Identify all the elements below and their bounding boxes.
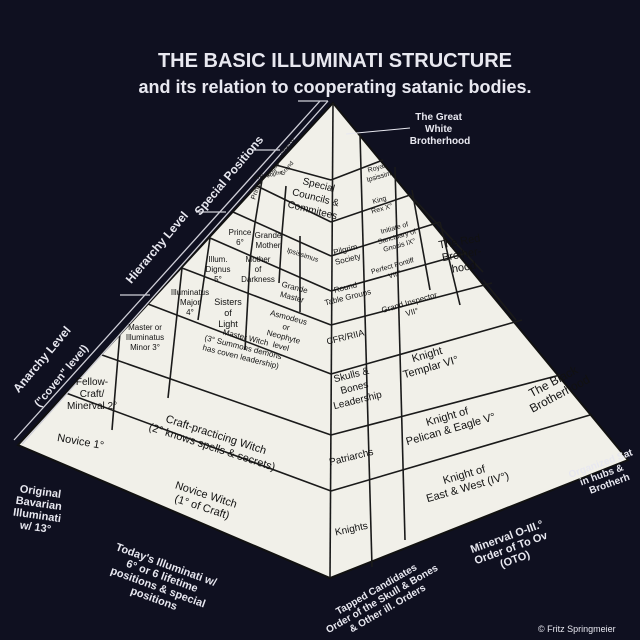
organized-satanism: Organized Satin hubs &Brotherh [567, 447, 640, 501]
cell-fellow-craft: Fellow-Craft/Minerval 2° [67, 377, 117, 412]
credit-line: © Fritz Springmeier [538, 624, 616, 634]
cell-special-councils: SpecialCouncils &Commitees [286, 174, 344, 222]
cell-round-table: RoundTable Groups [321, 277, 372, 307]
pyramid-front-faces [16, 101, 630, 580]
poster-subtitle: and its relation to cooperating satanic … [138, 77, 531, 97]
todays-illuminati: Today's Illuminati w/6° or 6 lifetimepos… [102, 541, 218, 622]
cell-red-brotherhood: The RedBrother-hood [438, 232, 486, 277]
pyramid-ridge [329, 102, 334, 579]
mineral-oto: Minerval O-III.°Order of To Ov(OTO) [469, 518, 554, 578]
cell-ftp: FTP [287, 138, 298, 151]
level-guides [13, 100, 329, 445]
great-white-brotherhood: The Great White Brotherhood [410, 112, 471, 147]
right-face-dividers [330, 133, 591, 568]
left-face-dividers [65, 164, 332, 492]
cell-pilgrim-society: PilgrimSociety [332, 242, 362, 267]
original-bavarian-illuminati: OriginalBavarianIlluminatiw/ 13° [11, 483, 65, 537]
poster-title: THE BASIC ILLUMINATI STRUCTURE [158, 50, 512, 72]
great-white-pointer [345, 127, 411, 135]
